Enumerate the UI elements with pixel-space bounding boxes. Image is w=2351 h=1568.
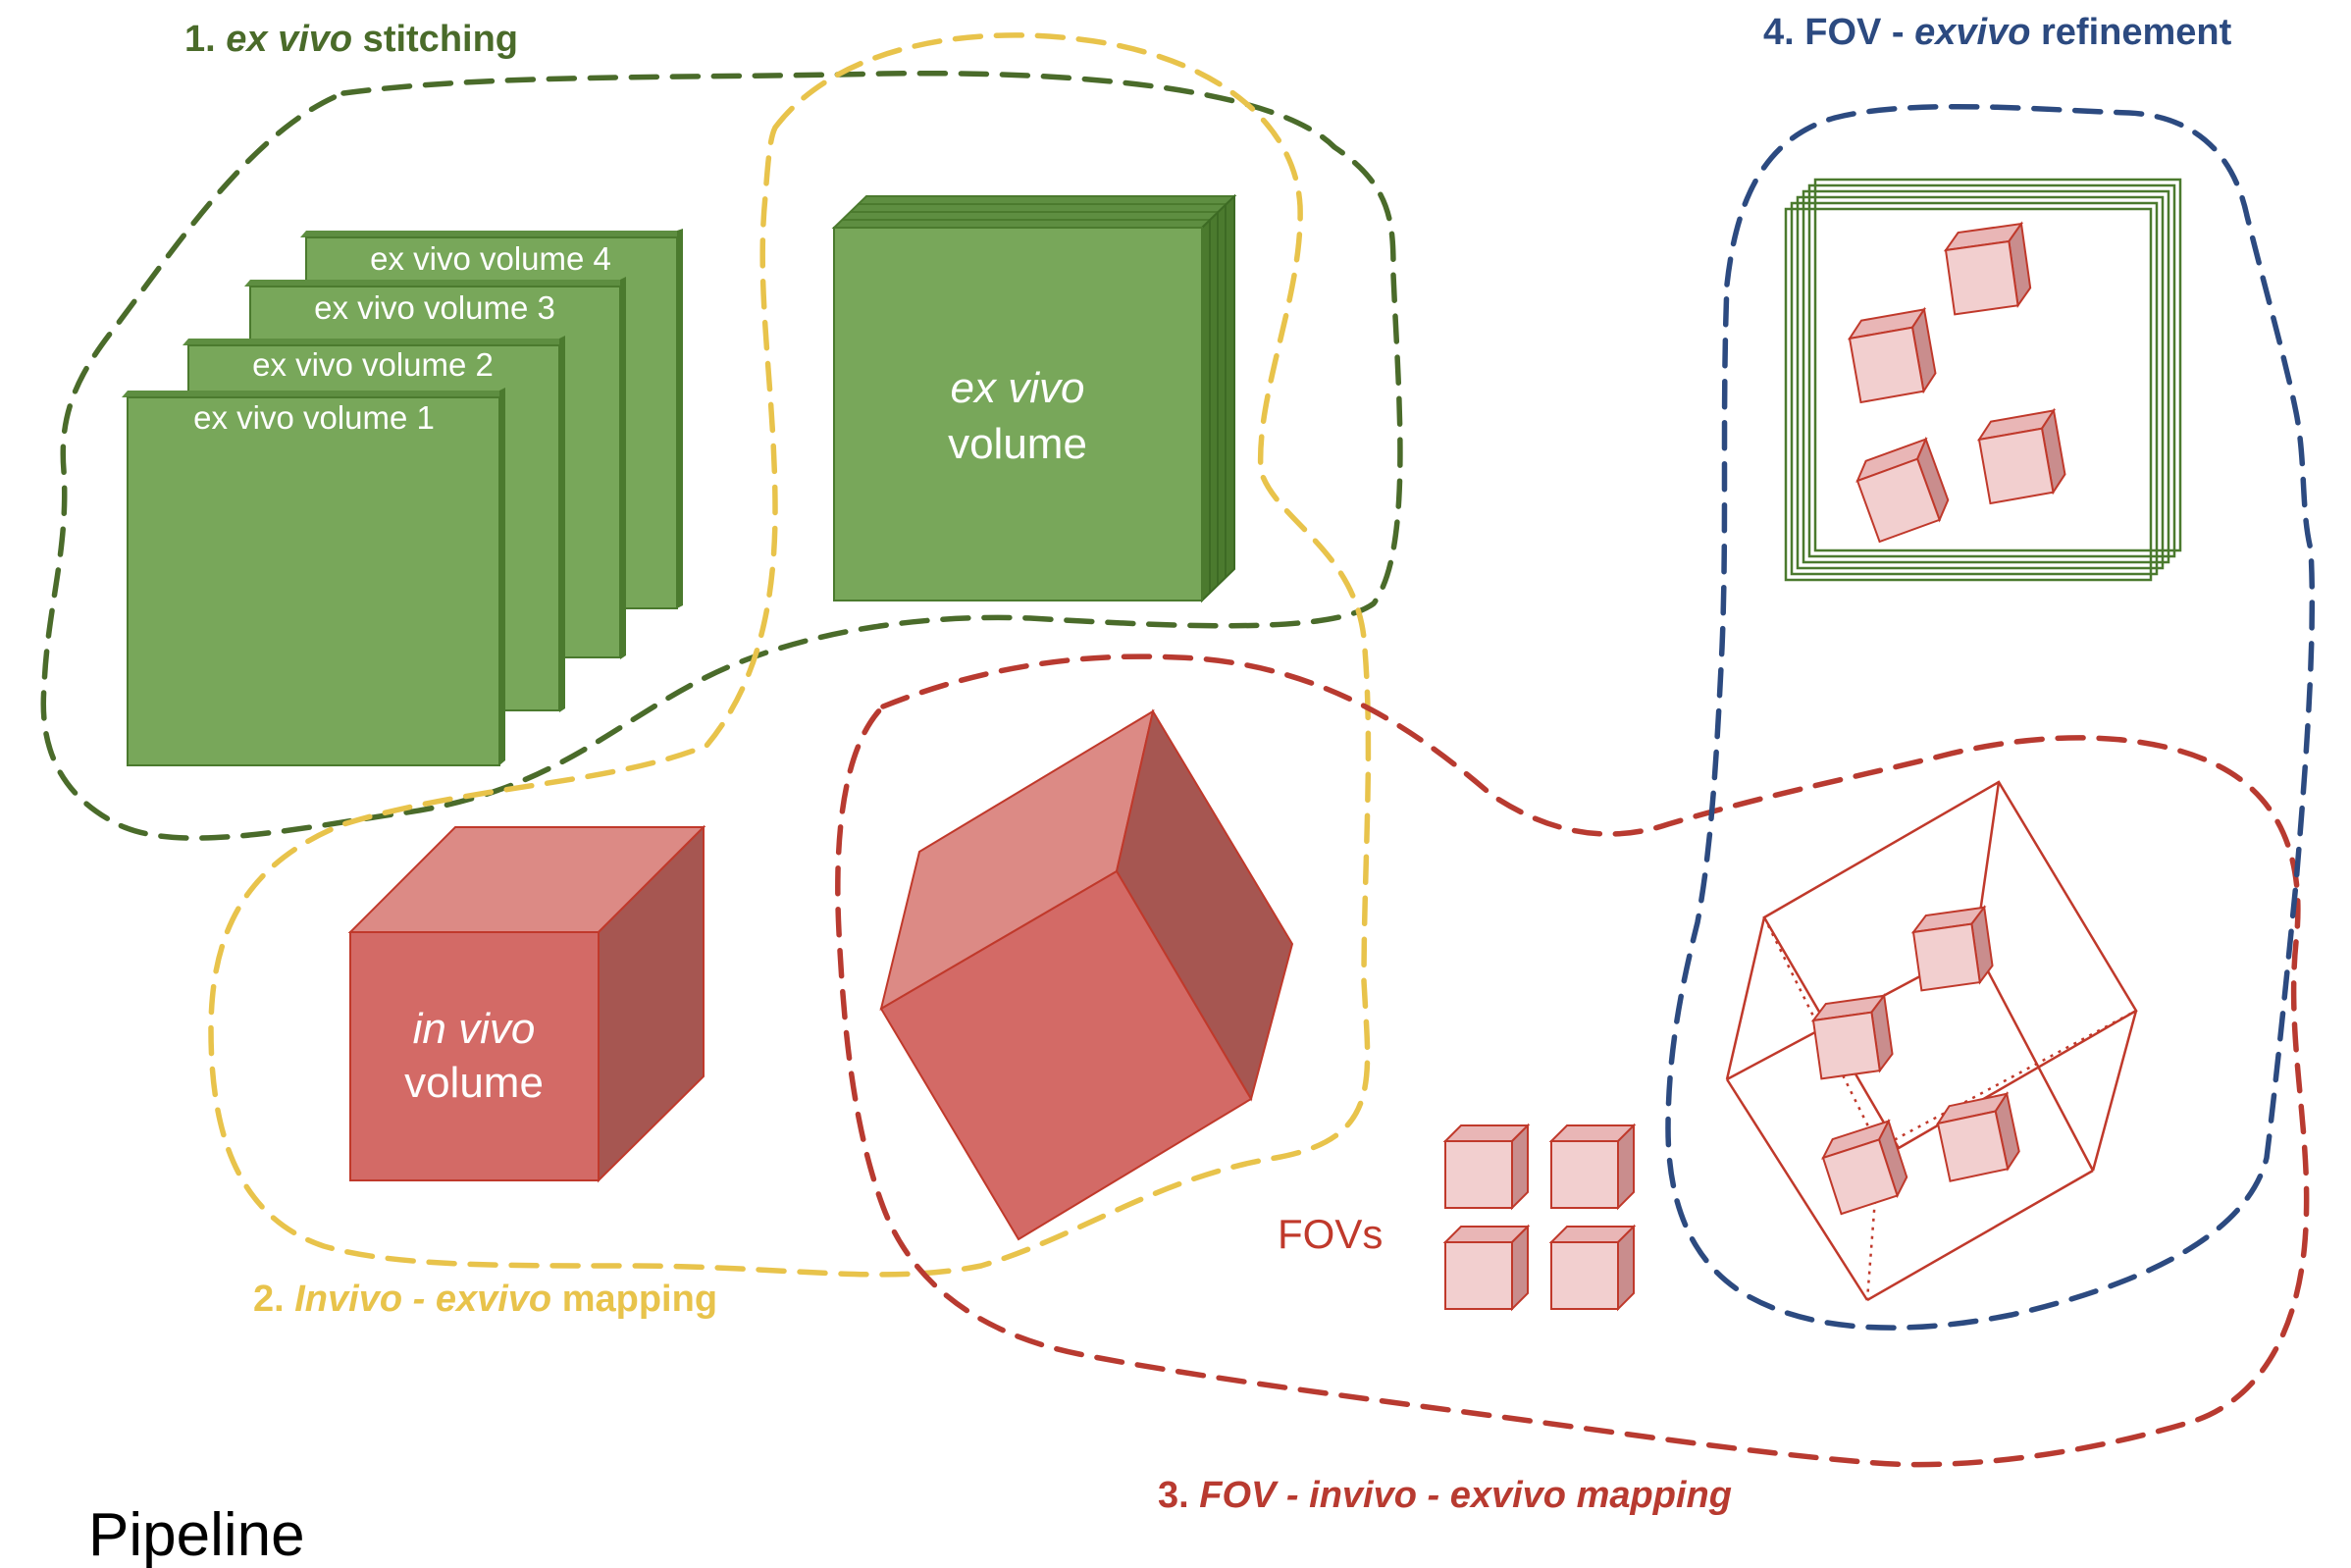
fov-cube [1943,221,2032,316]
fov-cube [1442,1224,1531,1312]
fov-cube [1847,306,1937,404]
exvivo-volume-2-label: ex vivo volume 2 [252,346,494,383]
exvivo-volume-1: ex vivo volume 1 [122,388,505,766]
wireframe-cube-with-fovs [1725,780,2138,1302]
invivo-volume: in vivo volume [347,824,706,1183]
fov-cube [1821,1118,1908,1216]
stage3-outline [835,653,2310,1468]
stage1-outline [40,70,1403,841]
fov-cube [1855,436,1950,544]
stage4-outline [1665,103,2316,1331]
exvivo-volume-1-label: ex vivo volume 1 [193,399,435,436]
refined-exvivo-stack [1784,178,2182,582]
fov-cubes [1442,1123,1637,1312]
fov-cube [1810,993,1894,1080]
fovs-label: FOVs [1278,1211,1383,1257]
invivo-volume-label: volume [404,1059,544,1107]
stage1-label: 1. ex vivo stitching [184,19,518,60]
fov-cube [1976,407,2066,505]
fov-cube [1442,1123,1531,1211]
fov-cube [1910,905,1994,992]
stitched-volume-label: volume [948,420,1087,468]
exvivo-volume-4-label: ex vivo volume 4 [370,240,611,277]
mapped-invivo-cube [879,708,1294,1241]
stage3-label: 3. FOV - invivo - exvivo mapping [1158,1475,1732,1516]
stitched-exvivo-volume: ex vivo volume [831,193,1237,603]
fov-cube [1548,1123,1637,1211]
pipeline-title: Pipeline [88,1501,305,1568]
stage2-label: 2. Invivo - exvivo mapping [253,1279,717,1320]
invivo-volume-label-em: in vivo [413,1005,536,1053]
fov-cube [1935,1091,2020,1182]
stage4-label: 4. FOV - exvivo refinement [1763,12,2232,53]
fov-cube [1548,1224,1637,1312]
exvivo-volume-3-label: ex vivo volume 3 [314,289,555,326]
stitched-volume-label-em: ex vivo [951,364,1085,412]
stage2-outline [208,32,1372,1278]
